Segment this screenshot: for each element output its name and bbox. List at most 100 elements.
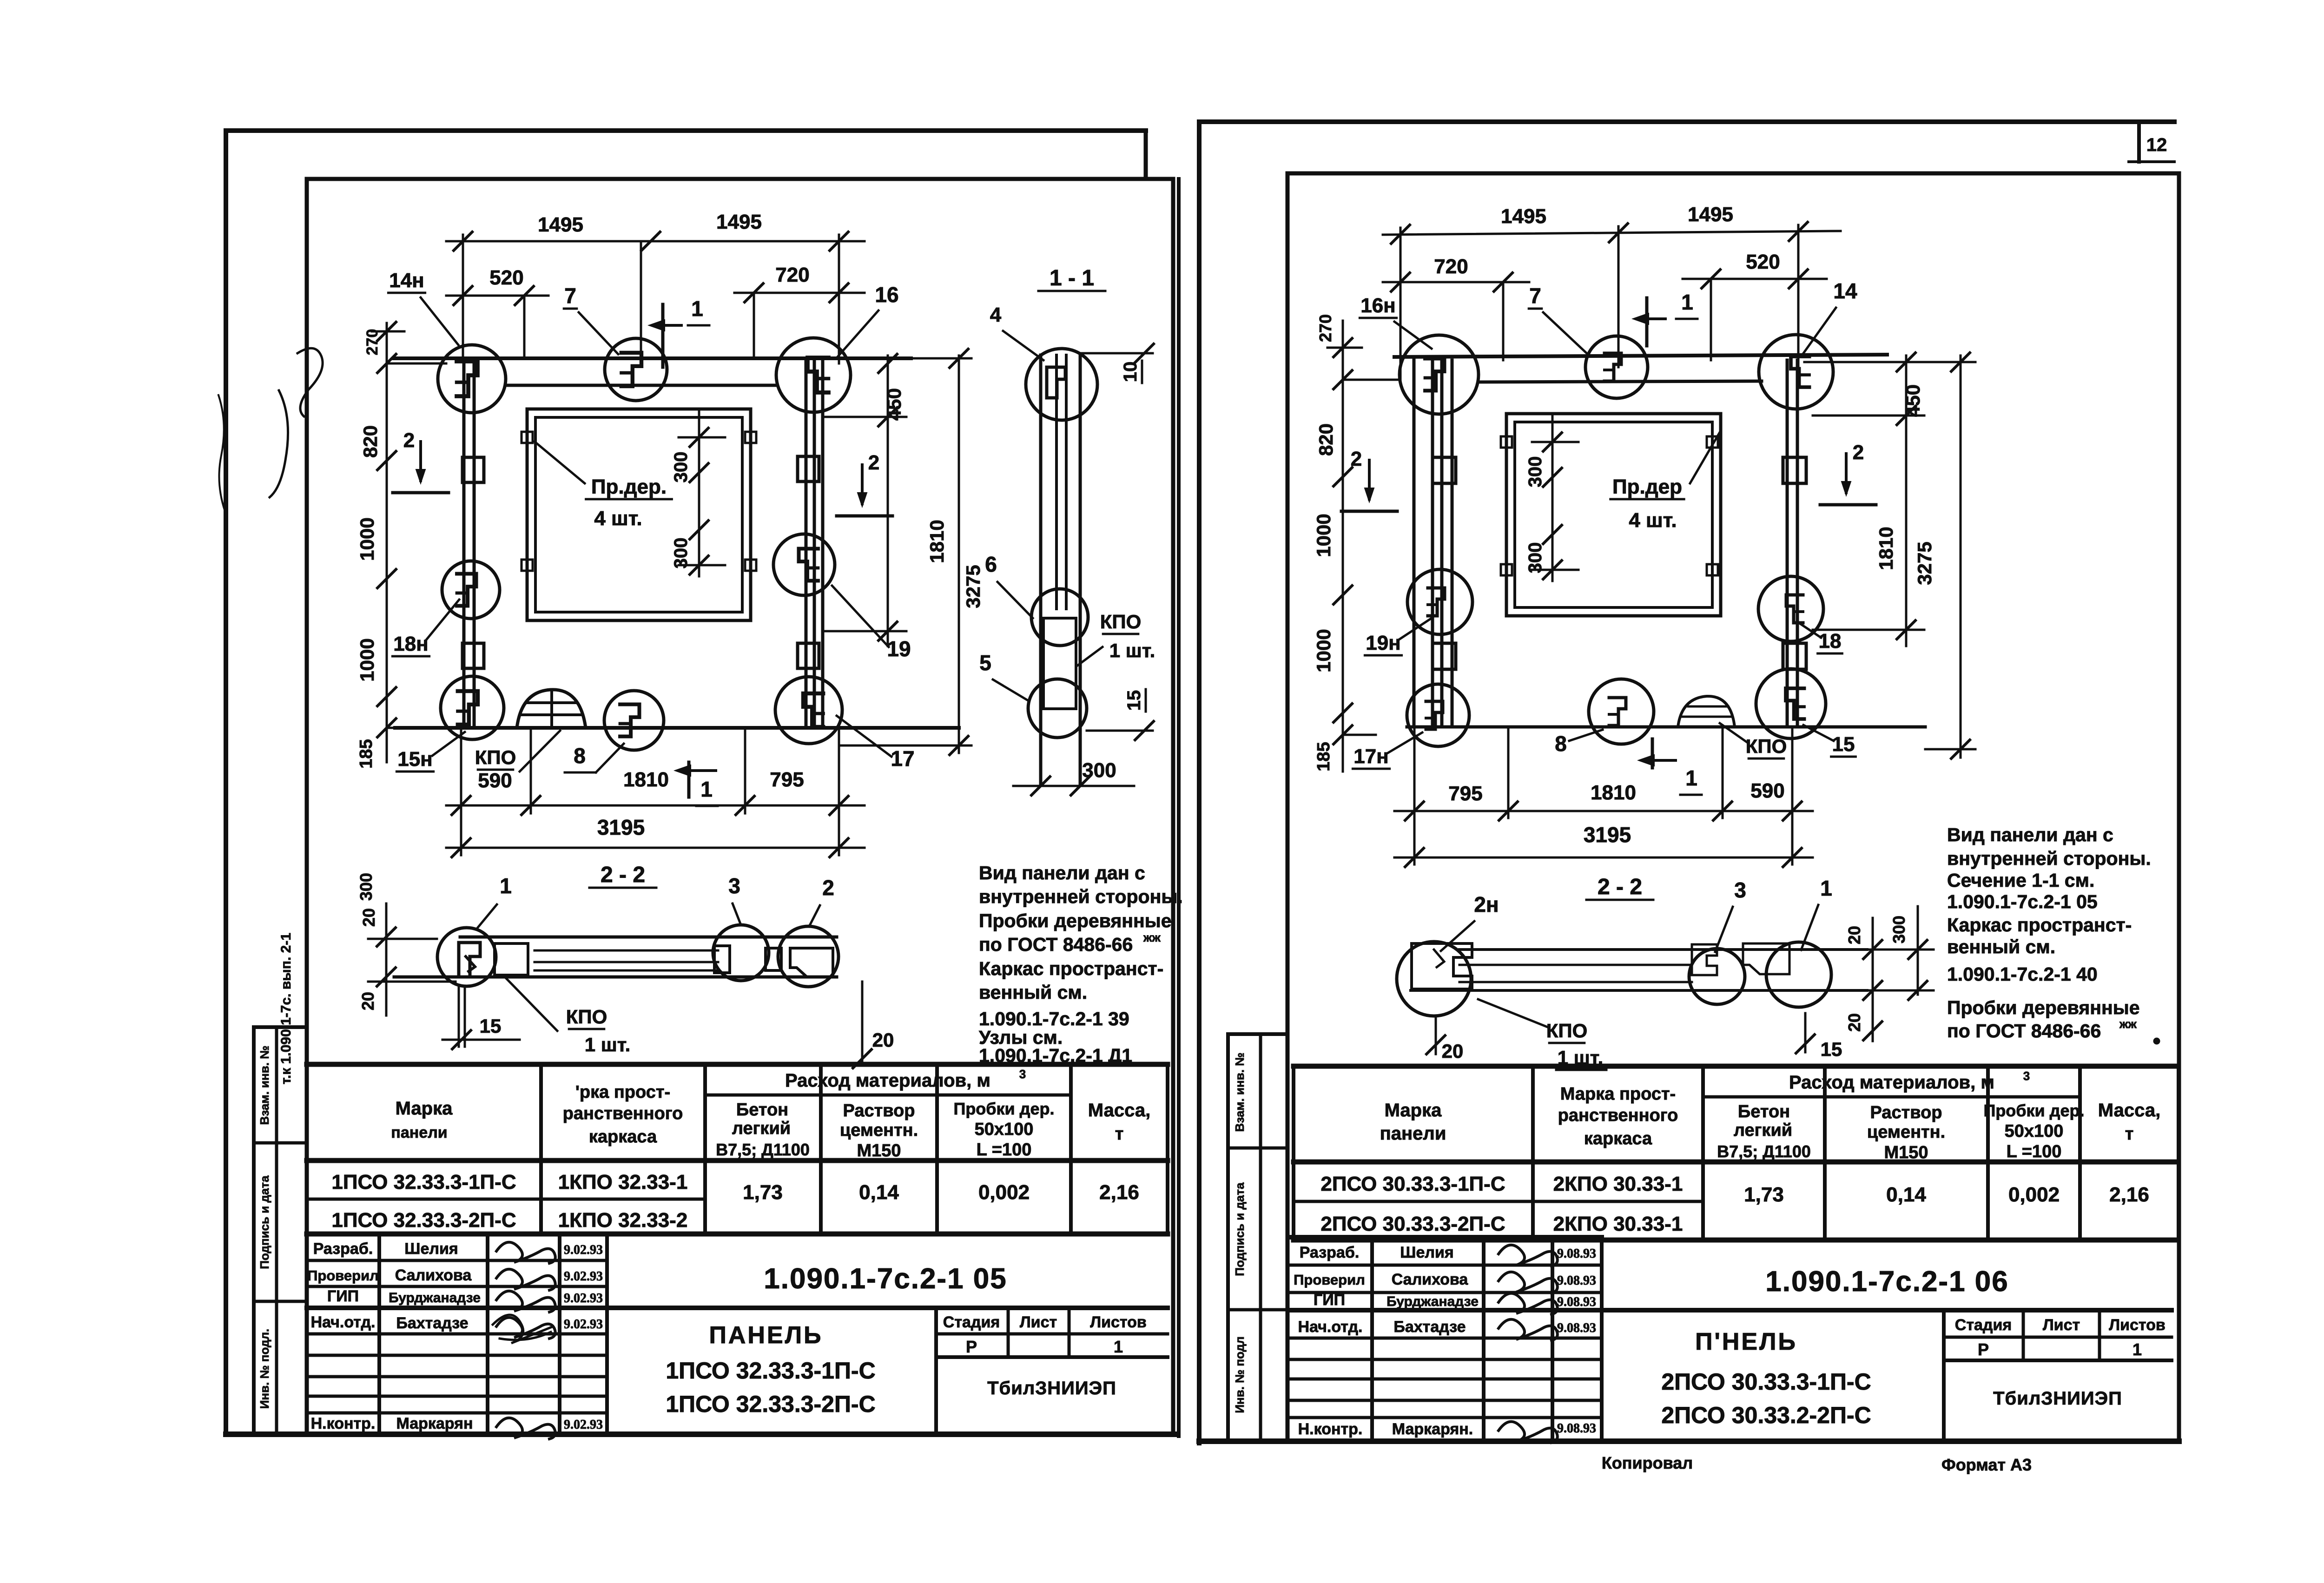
svg-text:Пробки деревянные: Пробки деревянные (979, 910, 1172, 931)
svg-text:по ГОСТ 8486-66: по ГОСТ 8486-66 (1947, 1020, 2101, 1042)
svg-text:16н: 16н (1360, 294, 1396, 317)
svg-text:Каркас пространст-: Каркас пространст- (979, 958, 1163, 979)
svg-text:Марка: Марка (1385, 1100, 1442, 1121)
svg-text:ГИП: ГИП (1314, 1291, 1345, 1309)
svg-text:панели: панели (1380, 1123, 1446, 1144)
svg-text:легкий: легкий (1734, 1121, 1792, 1140)
svg-text:Листов: Листов (2109, 1316, 2166, 1334)
svg-text:Проверил: Проверил (307, 1267, 379, 1284)
svg-text:ранственного: ранственного (563, 1104, 683, 1123)
svg-text:2: 2 (1351, 448, 1362, 470)
svg-text:2,16: 2,16 (2109, 1183, 2149, 1206)
svg-text:6: 6 (985, 552, 997, 576)
svg-text:внутренней стороны.: внутренней стороны. (979, 886, 1183, 907)
svg-text:9.08.93: 9.08.93 (1557, 1273, 1596, 1288)
svg-text:М150: М150 (857, 1141, 901, 1161)
svg-text:3: 3 (728, 874, 740, 898)
svg-text:1ПСО 32.33.3-2П-С: 1ПСО 32.33.3-2П-С (331, 1209, 516, 1232)
svg-text:Маркарян: Маркарян (396, 1415, 473, 1432)
svg-text:Р: Р (1978, 1340, 1989, 1359)
svg-text:1495: 1495 (1501, 205, 1546, 228)
svg-text:каркаса: каркаса (589, 1127, 657, 1147)
svg-text:КПО: КПО (475, 746, 516, 768)
svg-text:Раствор: Раствор (1870, 1103, 1942, 1122)
svg-text:1495: 1495 (716, 211, 762, 233)
svg-text:3: 3 (1734, 878, 1746, 902)
svg-text:2н: 2н (1474, 892, 1499, 917)
svg-text:панели: панели (391, 1124, 447, 1141)
svg-text:Шелия: Шелия (404, 1240, 458, 1258)
svg-text:ТбилЗНИИЭП: ТбилЗНИИЭП (1993, 1388, 2122, 1409)
svg-text:9.02.93: 9.02.93 (564, 1243, 603, 1257)
svg-text:15: 15 (1832, 733, 1855, 756)
svg-text:1 шт.: 1 шт. (585, 1034, 631, 1055)
svg-text:2ПСО 30.33.3-1П-С: 2ПСО 30.33.3-1П-С (1661, 1369, 1871, 1395)
svg-text:1,73: 1,73 (1744, 1183, 1784, 1206)
svg-text:1.090.1-7с.2-1 Д1: 1.090.1-7с.2-1 Д1 (979, 1045, 1132, 1066)
svg-text:300: 300 (357, 873, 376, 901)
svg-text:Инв. № подл: Инв. № подл (1233, 1336, 1247, 1413)
svg-text:9.08.93: 9.08.93 (1557, 1321, 1596, 1335)
svg-text:цементн.: цементн. (1867, 1122, 1945, 1142)
svg-text:Нач.отд.: Нач.отд. (311, 1313, 376, 1331)
svg-text:520: 520 (1746, 251, 1780, 273)
svg-text:Стадия: Стадия (1955, 1316, 2012, 1334)
svg-text:5: 5 (979, 651, 991, 675)
svg-text:Р: Р (966, 1337, 977, 1356)
svg-text:9.02.93: 9.02.93 (564, 1317, 603, 1332)
svg-text:Взам. инв. №: Взам. инв. № (257, 1046, 271, 1125)
svg-text:Разраб.: Разраб. (313, 1240, 373, 1258)
svg-text:Узлы см.: Узлы см. (979, 1027, 1063, 1048)
svg-text:Бурджанадзе: Бурджанадзе (1386, 1294, 1479, 1309)
svg-text:1: 1 (691, 297, 703, 321)
svg-text:19н: 19н (1366, 632, 1401, 654)
svg-text:1: 1 (500, 874, 512, 898)
svg-text:каркаса: каркаса (1584, 1129, 1652, 1148)
svg-text:20: 20 (872, 1029, 894, 1051)
svg-text:3195: 3195 (1584, 823, 1631, 847)
svg-text:Копировал: Копировал (1602, 1453, 1693, 1472)
svg-text:1.090.1-7с.2-1 05: 1.090.1-7с.2-1 05 (1947, 891, 2098, 912)
svg-text:17н: 17н (1353, 745, 1389, 768)
svg-text:2: 2 (1853, 441, 1864, 464)
svg-text:12: 12 (2146, 135, 2167, 155)
svg-text:1: 1 (700, 777, 713, 801)
svg-text:3: 3 (2023, 1069, 2030, 1083)
svg-text:Маркарян.: Маркарян. (1392, 1420, 1473, 1438)
svg-text:720: 720 (775, 264, 809, 286)
svg-text:0,002: 0,002 (2008, 1183, 2060, 1206)
svg-text:7: 7 (564, 284, 576, 308)
svg-text:L =100: L =100 (2007, 1142, 2062, 1161)
svg-text:8: 8 (1555, 732, 1567, 756)
svg-text:Пробки деревянные: Пробки деревянные (1947, 997, 2140, 1018)
svg-text:1: 1 (1820, 876, 1832, 900)
svg-text:жж: жж (2119, 1017, 2137, 1031)
svg-text:1ПСО 32.33.3-1П-С: 1ПСО 32.33.3-1П-С (331, 1171, 516, 1194)
svg-text:17: 17 (891, 746, 914, 771)
svg-text:Бетон: Бетон (736, 1100, 788, 1120)
svg-text:внутренней стороны.: внутренней стороны. (1947, 848, 2151, 869)
svg-text:2: 2 (822, 876, 834, 900)
svg-text:цементн.: цементн. (840, 1121, 918, 1140)
svg-text:Формат А3: Формат А3 (1941, 1455, 2032, 1474)
svg-text:1495: 1495 (1688, 203, 1733, 226)
svg-text:КПО: КПО (566, 1006, 607, 1028)
svg-text:Бурджанадзе: Бурджанадзе (389, 1290, 481, 1306)
svg-text:9.02.93: 9.02.93 (564, 1269, 603, 1284)
svg-text:1810: 1810 (623, 768, 669, 791)
svg-text:9.02.93: 9.02.93 (564, 1418, 603, 1432)
svg-text:1.090.1-7с.2-1 06: 1.090.1-7с.2-1 06 (1765, 1266, 2009, 1298)
svg-text:795: 795 (770, 768, 804, 791)
svg-text:Шелия: Шелия (1400, 1244, 1453, 1261)
svg-text:Лист: Лист (2043, 1316, 2080, 1334)
svg-text:т: т (1115, 1124, 1124, 1144)
svg-text:4 шт.: 4 шт. (1629, 509, 1677, 532)
svg-text:590: 590 (478, 769, 512, 792)
svg-text:1810: 1810 (1591, 781, 1636, 804)
svg-text:1.090.1-7с.2-1 40: 1.090.1-7с.2-1 40 (1947, 963, 2098, 985)
svg-text:7: 7 (1529, 284, 1541, 308)
svg-text:т: т (2125, 1124, 2134, 1144)
svg-text:2,16: 2,16 (1099, 1181, 1139, 1204)
svg-text:Марка: Марка (396, 1098, 453, 1119)
svg-text:В7,5; Д1100: В7,5; Д1100 (1717, 1142, 1811, 1161)
